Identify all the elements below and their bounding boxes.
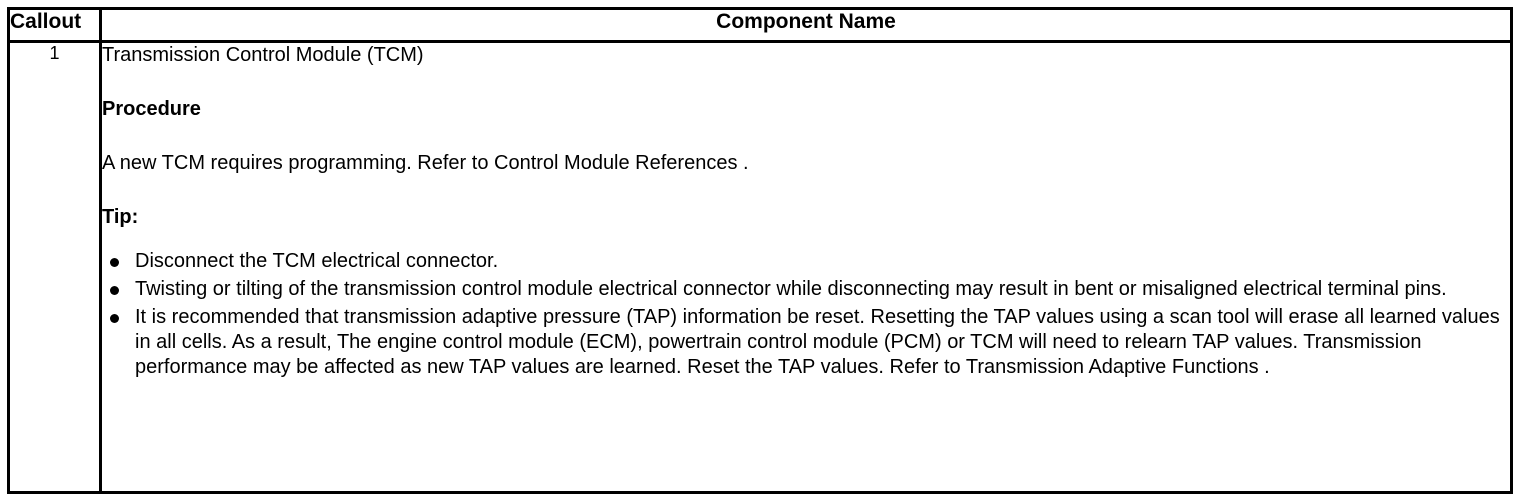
callout-number: 1 [7,40,102,494]
list-item-label: It is recommended that transmission adap… [135,306,1500,378]
component-table-container: Callout Component Name 1 Transmission Co… [7,7,1513,494]
table-body: 1 Transmission Control Module (TCM) Proc… [7,40,1513,494]
component-title: Transmission Control Module (TCM) [102,44,424,66]
bullet-icon [110,286,119,295]
bullet-icon [110,314,119,323]
column-header-callout: Callout [7,7,102,43]
table-row: 1 Transmission Control Module (TCM) Proc… [7,40,1513,494]
component-description-cell: Transmission Control Module (TCM) Proced… [99,40,1513,494]
list-item-label: Twisting or tilting of the transmission … [135,278,1447,300]
list-item: It is recommended that transmission adap… [102,305,1510,380]
table-header: Callout Component Name [7,7,1513,43]
table-header-row: Callout Component Name [7,7,1513,43]
procedure-text: A new TCM requires programming. Refer to… [102,152,749,174]
column-header-component-name: Component Name [99,7,1513,43]
tip-list: Disconnect the TCM electrical connector.… [102,249,1510,380]
tip-heading: Tip: [102,206,139,228]
component-name-table: Callout Component Name 1 Transmission Co… [7,7,1513,494]
list-item-label: Disconnect the TCM electrical connector. [135,250,499,272]
component-description-block: Transmission Control Module (TCM) Proced… [102,43,1510,380]
bullet-icon [110,258,119,267]
list-item: Disconnect the TCM electrical connector. [102,249,1510,274]
list-item: Twisting or tilting of the transmission … [102,277,1510,302]
procedure-heading: Procedure [102,98,201,120]
